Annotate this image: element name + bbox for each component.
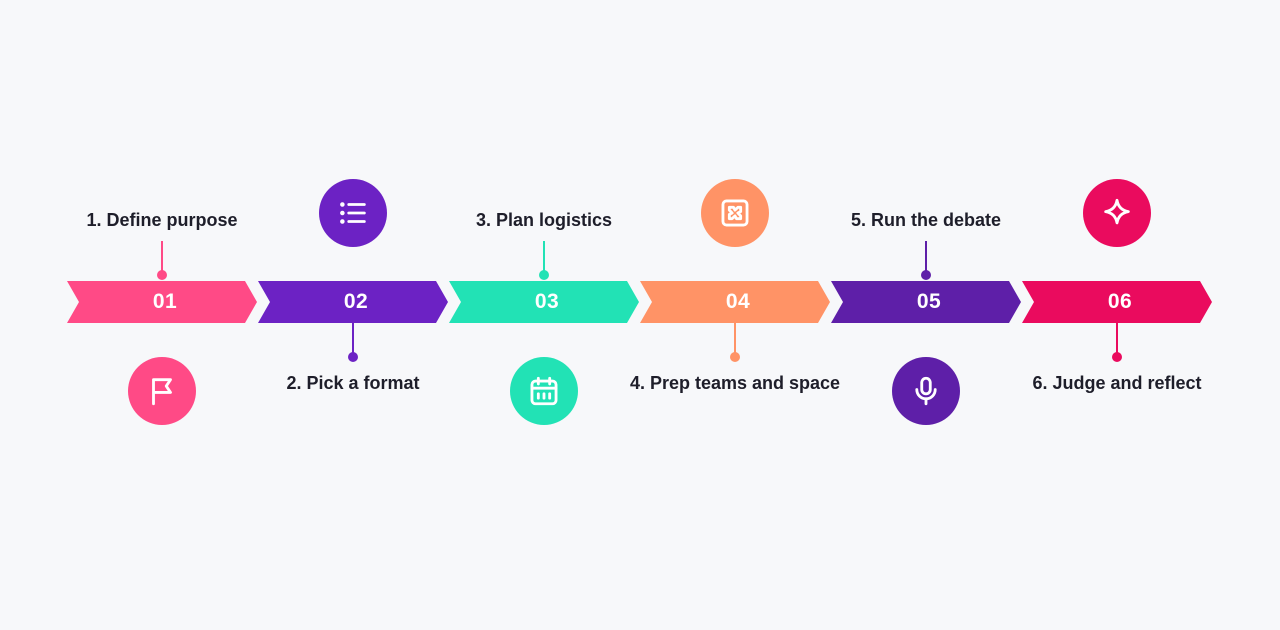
step-5-icon-badge	[892, 357, 960, 425]
flag-icon	[152, 378, 172, 406]
step-3-arrow: 03	[449, 281, 639, 323]
step-6-arrow: 06	[1022, 281, 1212, 323]
step-6-connector	[1116, 323, 1118, 357]
step-1-arrow: 01	[67, 281, 257, 323]
list-icon	[340, 202, 366, 224]
step-3-label: 3. Plan logistics	[475, 210, 613, 230]
sparkle-icon	[1104, 198, 1130, 225]
step-1-number: 01	[152, 290, 178, 313]
step-5-arrow: 05	[831, 281, 1021, 323]
calendar-icon	[530, 376, 558, 406]
step-5-dot	[921, 270, 931, 280]
step-2-dot	[348, 352, 358, 362]
step-2-icon-badge	[319, 179, 387, 247]
step-3-connector	[543, 241, 545, 276]
step-4-number: 04	[725, 290, 751, 313]
step-6-dot	[1112, 352, 1122, 362]
step-4-label: 4. Prep teams and space	[629, 373, 841, 393]
step-4-icon-badge	[701, 179, 769, 247]
step-2-arrow: 02	[258, 281, 448, 323]
step-5-label: 5. Run the debate	[850, 210, 1002, 230]
step-6-number: 06	[1107, 290, 1133, 313]
step-6-label: 6. Judge and reflect	[1032, 373, 1202, 393]
step-3-number: 03	[534, 290, 560, 313]
step-2-number: 02	[343, 290, 369, 313]
step-1-icon-badge	[128, 357, 196, 425]
step-5-number: 05	[916, 290, 942, 313]
puzzle-icon	[721, 199, 749, 227]
step-2-connector	[352, 323, 354, 357]
step-1-connector	[161, 241, 163, 276]
step-3-icon-badge	[510, 357, 578, 425]
step-5-connector	[925, 241, 927, 276]
step-3-dot	[539, 270, 549, 280]
step-4-connector	[734, 323, 736, 357]
step-2-label: 2. Pick a format	[286, 373, 420, 393]
step-4-dot	[730, 352, 740, 362]
step-1-dot	[157, 270, 167, 280]
step-6-icon-badge	[1083, 179, 1151, 247]
step-4-arrow: 04	[640, 281, 830, 323]
microphone-icon	[915, 376, 937, 406]
step-1-label: 1. Define purpose	[86, 210, 238, 230]
